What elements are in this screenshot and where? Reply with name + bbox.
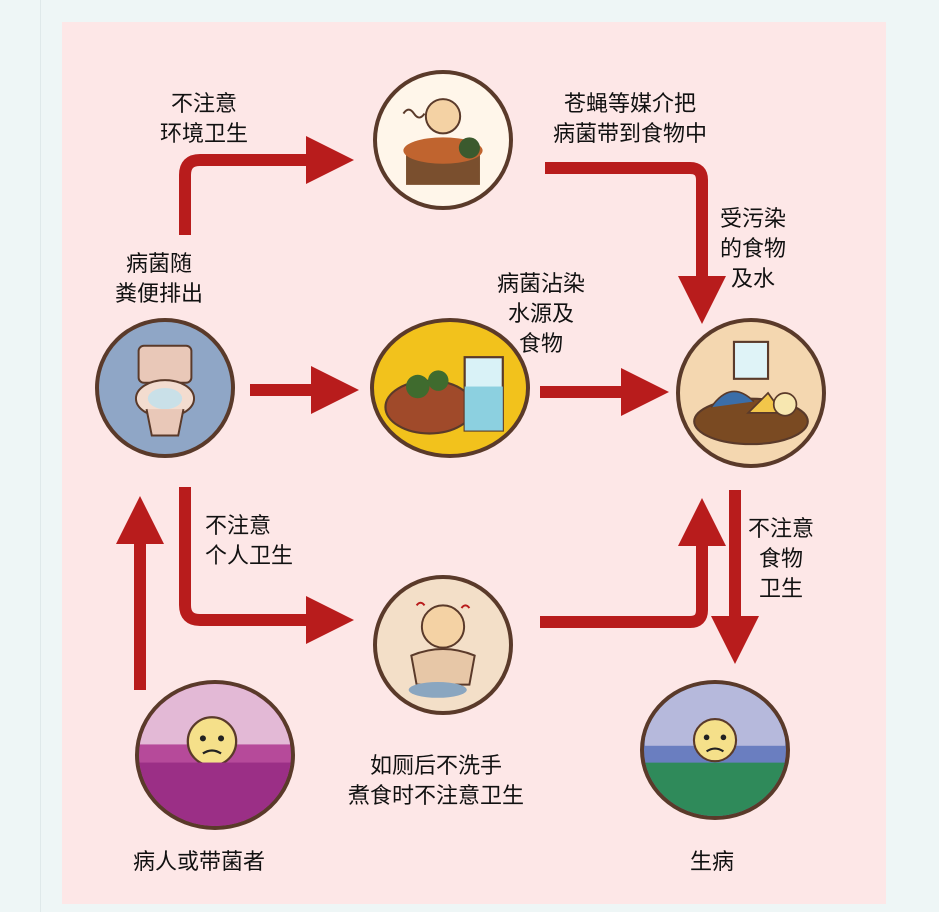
sick-carrier-icon (135, 680, 295, 830)
fly-food-icon (373, 70, 513, 210)
label-contaminated-food: 受污染 的食物 及水 (720, 207, 787, 292)
arrow-flies-to-food (545, 162, 726, 324)
sick-person-icon (640, 680, 790, 820)
arrow-env-to-flies (179, 136, 354, 235)
water-food-icon (370, 318, 530, 458)
label-contaminate-water: 病菌沾染 水源及 食物 (497, 272, 586, 357)
label-flies-carry-germs: 苍蝇等媒介把 病菌带到食物中 (553, 92, 708, 147)
label-personal-hygiene: 不注意 个人卫生 (205, 514, 294, 569)
unwashed-hands-icon (373, 575, 513, 715)
contaminated-plate-icon (676, 318, 826, 468)
toilet-icon (95, 318, 235, 458)
label-handwash: 如厕后不洗手 煮食时不注意卫生 (348, 754, 525, 809)
label-germs-in-feces: 病菌随 粪便排出 (115, 252, 204, 307)
arrow-toilet-to-hands (179, 487, 354, 644)
label-carrier: 病人或带菌者 (133, 850, 266, 875)
frame-border (40, 0, 41, 912)
label-food-hygiene: 不注意 食物 卫生 (748, 517, 815, 602)
label-env-hygiene: 不注意 环境卫生 (160, 92, 249, 147)
arrow-hands-to-food (540, 498, 726, 628)
label-sick: 生病 (690, 850, 735, 875)
